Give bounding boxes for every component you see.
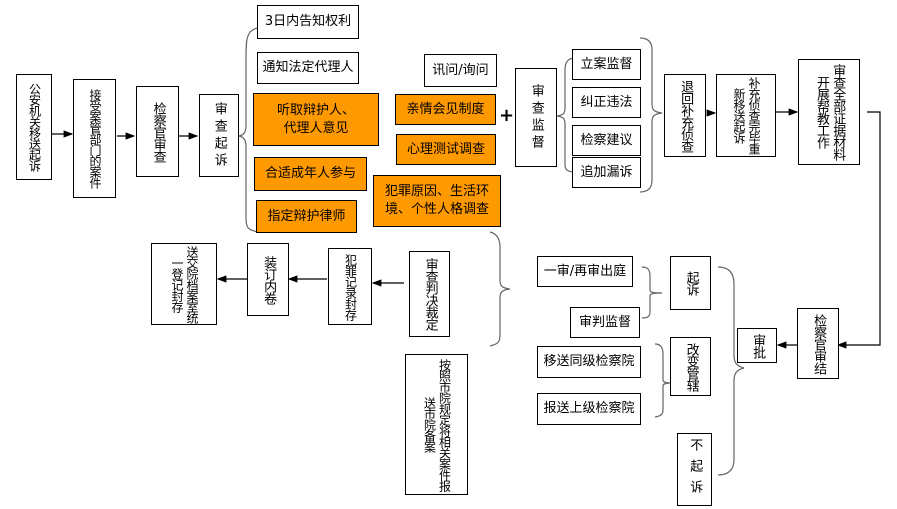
node-label: 接受案管部门的案件 (88, 89, 102, 188)
node-label: 起诉 (683, 271, 699, 295)
node-label: 通知法定代理人 (262, 60, 354, 76)
node-label: 报送上级检察院 (543, 401, 635, 417)
node-report-higher: 报送上级检察院 (537, 393, 641, 425)
node-label: 合适成年人参与 (264, 166, 356, 182)
node-interrogate: 讯问/询问 (424, 54, 497, 87)
node-label: 不起诉 (687, 438, 703, 501)
node-label: 审查监督 (528, 83, 544, 152)
node-label: 审查全部证据材料开展帮教工作 (814, 64, 846, 160)
node-label: 亲情会见制度 (406, 101, 485, 117)
node-label: 审判监督 (578, 314, 631, 330)
node-change-jurisdiction: 改变管辖 (670, 337, 711, 396)
node-label: 检察官审查 (150, 101, 166, 162)
node-review-supervision: 审查监督 (515, 68, 557, 167)
node-label: 3日内告知权利 (264, 14, 352, 30)
node-review-judgment: 审查判决裁定 (409, 251, 450, 337)
node-family-meeting: 亲情会见制度 (395, 94, 496, 125)
node-no-prosecution: 不起诉 (677, 433, 712, 506)
node-trial-supervision: 审判监督 (570, 307, 640, 338)
node-label: 改变管辖 (683, 342, 699, 391)
node-label: 审查起诉 (211, 101, 227, 170)
node-label: 装订内卷 (261, 255, 277, 304)
node-approval: 审批 (737, 328, 777, 363)
node-appropriate-adult: 合适成年人参与 (254, 157, 367, 191)
node-label: 讯问/询问 (432, 62, 489, 78)
plus-sign: + (499, 105, 515, 126)
node-bind-volume: 装订内卷 (247, 243, 289, 316)
node-procuratorial-advice: 检察建议 (572, 125, 641, 156)
node-label: 检察官审结 (811, 313, 827, 374)
node-psych-test: 心理测试调查 (396, 134, 496, 165)
node-label: 退回补充侦查 (678, 79, 694, 152)
node-notify-rights: 3日内告知权利 (257, 5, 359, 39)
node-intake: 接受案管部门的案件 (73, 79, 116, 198)
node-label: 听取辩护人、 代理人意见 (276, 102, 355, 136)
node-label: 审查判决裁定 (422, 258, 438, 330)
node-label: 纠正违法 (580, 94, 633, 110)
node-seal-records: 犯罪记录封存 (328, 248, 372, 325)
node-prosecutor-conclusion: 检察官审结 (797, 308, 839, 379)
node-public-security: 公安机关移送起诉 (16, 74, 52, 180)
node-label: 犯罪记录封存 (343, 253, 358, 320)
node-case-supervision: 立案监督 (572, 49, 641, 80)
node-transfer-same-level: 移送同级检察院 (537, 346, 641, 378)
node-label: 指定辩护律师 (267, 208, 346, 224)
node-label: 送交院档案室统一登记封存 (170, 245, 199, 323)
node-background-survey: 犯罪原因、生活环 境、个性人格调查 (373, 175, 501, 227)
node-label: 心理测试调查 (406, 141, 485, 157)
node-prosecute: 起诉 (670, 256, 711, 310)
node-label: 公安机关移送起诉 (27, 83, 42, 171)
node-review-all: 审查全部证据材料开展帮教工作 (798, 59, 860, 165)
node-label: 审批 (750, 333, 766, 358)
node-prosecutor-review: 检察官审查 (136, 86, 179, 177)
node-label: 按照市院规定将相关案件报送市院备案 (422, 358, 452, 491)
node-report-city: 按照市院规定将相关案件报送市院备案 (405, 354, 468, 495)
node-resubmit: 补充侦查完毕重新移送起诉 (716, 74, 776, 157)
node-label: 追加漏诉 (580, 164, 633, 180)
node-label: 移送同级检察院 (543, 354, 635, 370)
node-return-investigation: 退回补充侦查 (664, 74, 706, 157)
node-label: 立案监督 (580, 56, 633, 72)
node-correct-violation: 纠正违法 (572, 87, 641, 118)
node-label: 检察建议 (580, 132, 633, 148)
node-label: 一审/再审出庭 (543, 263, 627, 279)
node-archive: 送交院档案室统一登记封存 (151, 243, 217, 325)
node-review-prosecution: 审查起诉 (199, 94, 239, 177)
node-label: 犯罪原因、生活环 境、个性人格调查 (384, 184, 489, 217)
node-label: 补充侦查完毕重新移送起诉 (732, 77, 761, 154)
node-assign-lawyer: 指定辩护律师 (256, 200, 357, 233)
node-add-omitted: 追加漏诉 (572, 157, 641, 188)
node-hear-opinions: 听取辩护人、 代理人意见 (253, 93, 379, 146)
node-notify-guardian: 通知法定代理人 (257, 52, 359, 84)
node-trial: 一审/再审出庭 (537, 256, 633, 287)
